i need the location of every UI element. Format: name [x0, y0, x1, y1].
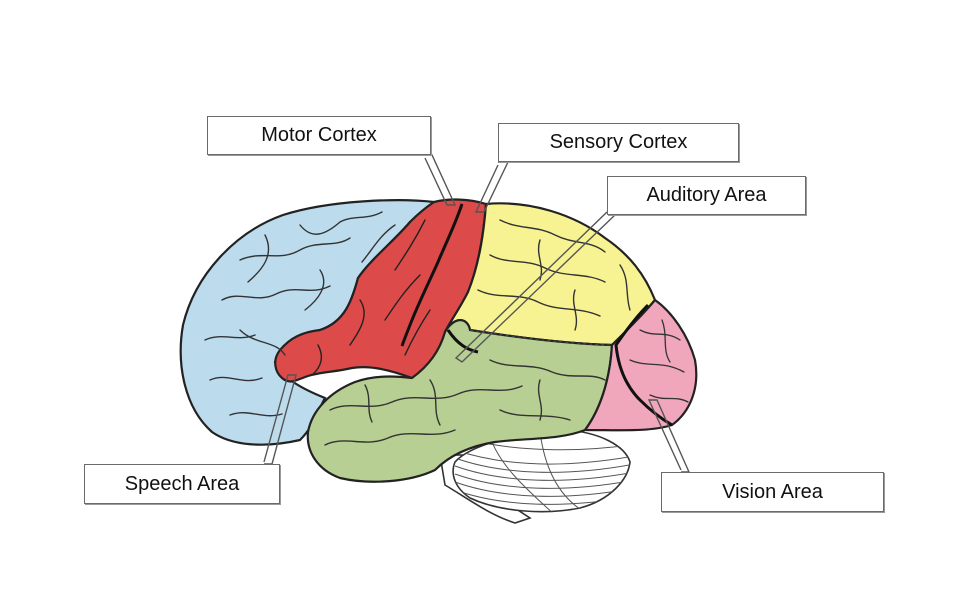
frontal-folds [204, 211, 396, 417]
motor-folds [311, 219, 431, 376]
vision-area-label: Vision Area [661, 472, 884, 512]
temporal-lobe [306, 319, 614, 483]
sensory-folds [477, 219, 631, 331]
auditory-area-label-text: Auditory Area [646, 184, 767, 206]
speech-area-label-text: Speech Area [124, 472, 240, 495]
sensory-pointer [474, 161, 510, 213]
sensory-temporal-boundary [469, 329, 613, 346]
sensory-cortex-label-text: Sensory Cortex [549, 131, 688, 153]
motor-cortex-label-text: Motor Cortex [261, 124, 377, 146]
auditory-area-label: Auditory Area [607, 176, 806, 215]
speech-area-label: Speech Area [84, 464, 280, 504]
temporal-folds [324, 359, 606, 446]
occipital-lobe [582, 298, 698, 432]
vision-area-label-text: Vision Area [722, 480, 823, 503]
occipital-folds [629, 319, 689, 403]
motor-cortex-label: Motor Cortex [207, 116, 431, 155]
sensory-cortex-label: Sensory Cortex [498, 123, 739, 162]
motor-pointer [424, 154, 457, 206]
